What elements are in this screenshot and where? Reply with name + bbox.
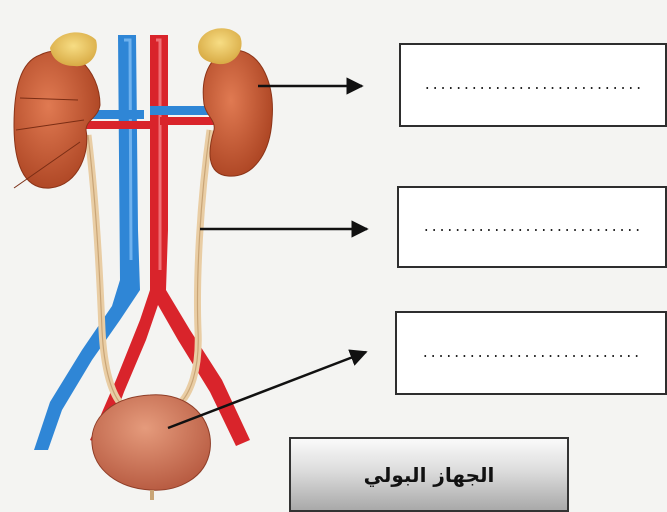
answer-placeholder: ............................	[422, 220, 641, 235]
diagram-caption: الجهاز البولي	[289, 437, 569, 512]
caption-text: الجهاز البولي	[364, 463, 495, 487]
answer-box-2[interactable]: ............................	[397, 186, 667, 268]
answer-placeholder: ............................	[421, 346, 640, 361]
right-kidney	[203, 50, 272, 176]
urinary-bladder	[92, 395, 211, 500]
answer-box-3[interactable]: ............................	[395, 311, 667, 395]
ureters	[88, 130, 210, 405]
answer-placeholder: ............................	[423, 78, 642, 93]
left-kidney	[14, 51, 100, 188]
answer-box-1[interactable]: ............................	[399, 43, 667, 127]
